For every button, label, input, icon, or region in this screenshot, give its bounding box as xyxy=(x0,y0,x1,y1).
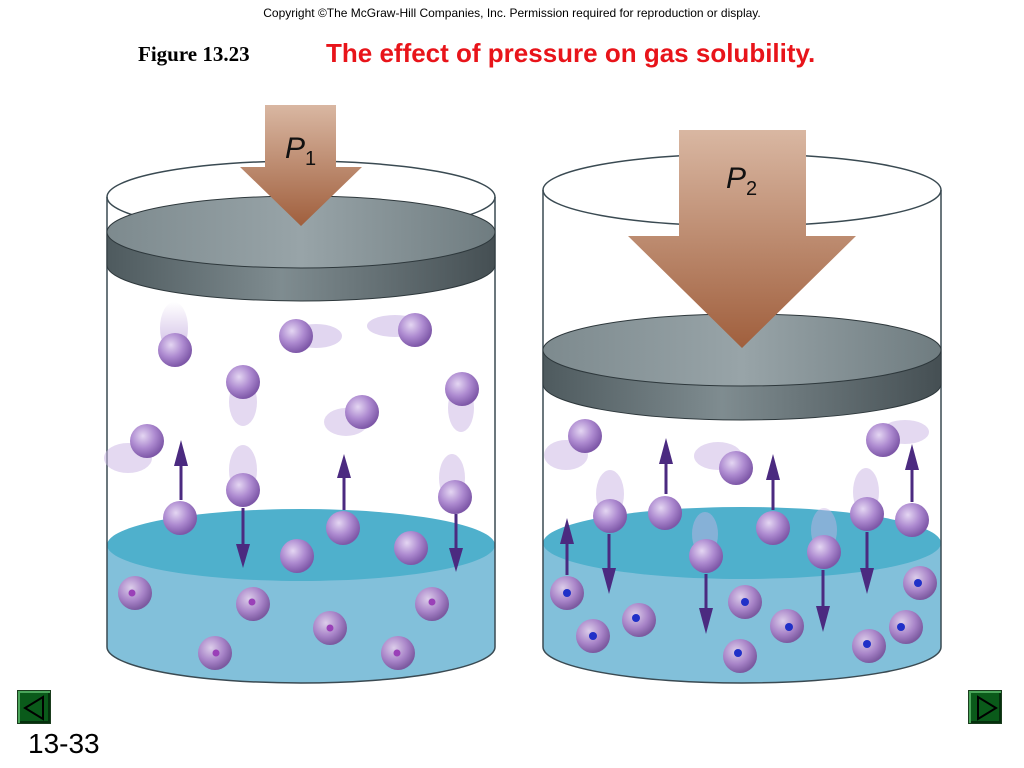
slide-number: 13-33 xyxy=(28,728,100,759)
right-container: P2 xyxy=(542,130,942,684)
next-slide-button[interactable] xyxy=(968,690,1002,724)
right-piston xyxy=(542,313,942,421)
left-triangle-icon xyxy=(23,695,44,721)
left-pressure-arrow xyxy=(240,105,362,226)
right-pressure-label: P2 xyxy=(726,162,757,200)
right-pressure-arrow xyxy=(628,130,856,348)
figure-label: Figure 13.23 xyxy=(138,42,250,66)
left-piston xyxy=(106,195,496,302)
left-dissolved-molecules xyxy=(118,576,449,670)
right-exchange-arrows xyxy=(560,438,919,634)
left-exchange-arrows xyxy=(174,440,463,572)
left-container: P1 xyxy=(104,105,496,684)
right-triangle-icon xyxy=(977,695,998,721)
right-dissolved-molecules xyxy=(550,566,937,673)
figure-title: The effect of pressure on gas solubility… xyxy=(326,38,816,68)
right-gas-molecules xyxy=(544,419,929,573)
left-gas-molecules xyxy=(104,302,479,573)
copyright-notice: Copyright ©The McGraw-Hill Companies, In… xyxy=(263,6,761,20)
left-pressure-label: P1 xyxy=(285,132,316,170)
previous-slide-button[interactable] xyxy=(17,690,51,724)
